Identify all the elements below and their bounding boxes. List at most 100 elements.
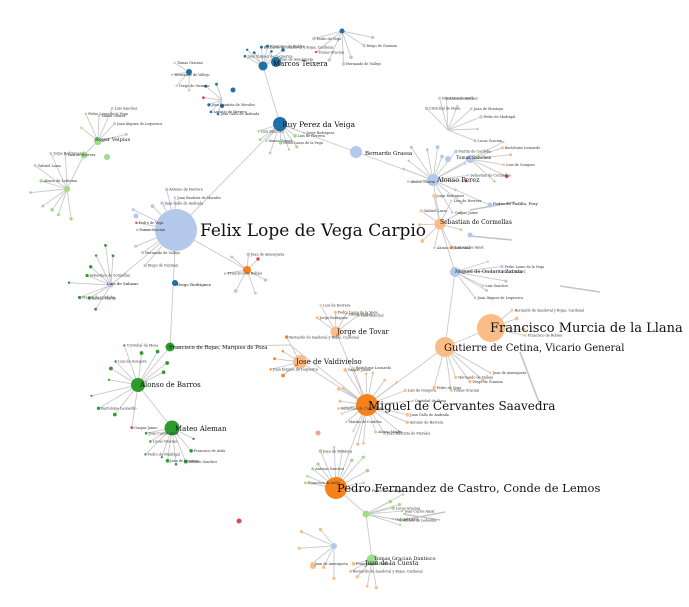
node-small[interactable] <box>374 586 378 590</box>
node-small[interactable] <box>509 153 512 157</box>
node-small[interactable] <box>209 110 213 114</box>
node-small[interactable] <box>486 260 489 263</box>
node-small[interactable] <box>522 328 526 331</box>
node-small[interactable] <box>401 493 405 496</box>
node-small[interactable] <box>315 316 319 320</box>
node-small[interactable] <box>150 204 155 209</box>
node-small[interactable] <box>456 104 459 108</box>
node-small[interactable] <box>144 431 148 435</box>
node-small[interactable] <box>256 257 260 261</box>
node-small[interactable] <box>233 289 238 293</box>
node-barros[interactable] <box>131 378 145 392</box>
node-small[interactable] <box>273 357 276 361</box>
node-small[interactable] <box>361 455 365 459</box>
node-small[interactable] <box>160 201 164 205</box>
node-sanchez[interactable] <box>466 155 474 163</box>
node-small[interactable] <box>295 145 299 149</box>
node-small[interactable] <box>444 96 449 100</box>
node-small[interactable] <box>207 103 211 107</box>
node-small[interactable] <box>88 296 91 300</box>
node-small[interactable] <box>173 61 176 64</box>
node-small[interactable] <box>362 44 366 48</box>
node-small[interactable] <box>368 489 371 492</box>
node-small[interactable] <box>69 217 73 221</box>
node-small[interactable] <box>345 420 348 423</box>
node-rojas[interactable] <box>165 342 175 352</box>
node-small[interactable] <box>425 148 429 152</box>
node-small[interactable] <box>435 145 440 150</box>
node-tomas-gracian[interactable] <box>366 554 378 566</box>
node-lb-a[interactable] <box>445 156 451 162</box>
node-small[interactable] <box>246 48 249 51</box>
node-small[interactable] <box>470 107 473 110</box>
node-small[interactable] <box>216 112 220 116</box>
node-small[interactable] <box>479 115 483 119</box>
node-marcos-b[interactable] <box>271 57 281 67</box>
node-small[interactable] <box>341 386 345 390</box>
node-small[interactable] <box>80 126 83 129</box>
node-small[interactable] <box>464 162 467 165</box>
node-small[interactable] <box>403 388 407 393</box>
node-small[interactable] <box>318 449 323 453</box>
node-small[interactable] <box>504 174 509 179</box>
node-small[interactable] <box>134 244 138 248</box>
node-small[interactable] <box>333 446 336 449</box>
node-pink-a[interactable] <box>315 430 321 436</box>
node-red-lower[interactable] <box>236 518 242 524</box>
node-small[interactable] <box>391 517 395 521</box>
node-small[interactable] <box>340 412 343 415</box>
node-small[interactable] <box>391 506 395 510</box>
node-small[interactable] <box>258 138 262 142</box>
node-small[interactable] <box>399 519 403 522</box>
node-small[interactable] <box>192 437 195 440</box>
node-small[interactable] <box>341 62 346 66</box>
node-small[interactable] <box>110 107 114 110</box>
node-small[interactable] <box>113 412 117 417</box>
node-small[interactable] <box>383 378 387 382</box>
node-small[interactable] <box>254 291 257 295</box>
node-small[interactable] <box>327 58 331 62</box>
node-small[interactable] <box>337 407 340 410</box>
node-small[interactable] <box>352 366 355 370</box>
node-small[interactable] <box>440 154 444 159</box>
node-amezqueta[interactable] <box>362 510 370 518</box>
node-small[interactable] <box>388 499 393 504</box>
node-small[interactable] <box>173 196 176 199</box>
node-small[interactable] <box>405 413 410 417</box>
node-small[interactable] <box>281 373 285 378</box>
node-small[interactable] <box>107 378 111 381</box>
node-tovar[interactable] <box>330 326 342 338</box>
node-small[interactable] <box>265 139 268 143</box>
node-small[interactable] <box>161 370 166 375</box>
node-small[interactable] <box>104 244 107 247</box>
node-small[interactable] <box>481 378 485 382</box>
node-small[interactable] <box>113 122 116 126</box>
node-small[interactable] <box>397 430 401 433</box>
node-small[interactable] <box>433 246 436 250</box>
node-small[interactable] <box>319 304 322 307</box>
node-small[interactable] <box>362 442 365 445</box>
node-small[interactable] <box>293 134 297 138</box>
node-small[interactable] <box>114 360 117 363</box>
node-small[interactable] <box>395 381 398 384</box>
node-small[interactable] <box>139 351 144 355</box>
node-small[interactable] <box>356 313 361 317</box>
node-small[interactable] <box>243 54 247 58</box>
node-small[interactable] <box>407 159 410 162</box>
node-small[interactable] <box>382 431 386 435</box>
node-small[interactable] <box>397 502 402 507</box>
node-small[interactable] <box>41 204 45 208</box>
node-small[interactable] <box>332 576 336 581</box>
node-roger[interactable] <box>94 137 102 145</box>
node-small[interactable] <box>259 45 263 49</box>
node-small[interactable] <box>371 371 375 375</box>
node-small[interactable] <box>281 48 285 52</box>
node-small[interactable] <box>170 73 174 77</box>
node-small[interactable] <box>257 130 260 133</box>
node-small[interactable] <box>510 308 514 312</box>
node-small[interactable] <box>411 399 414 403</box>
node-small[interactable] <box>246 252 251 257</box>
node-small[interactable] <box>204 84 208 88</box>
node-small[interactable] <box>312 36 316 41</box>
node-small[interactable] <box>451 211 454 214</box>
